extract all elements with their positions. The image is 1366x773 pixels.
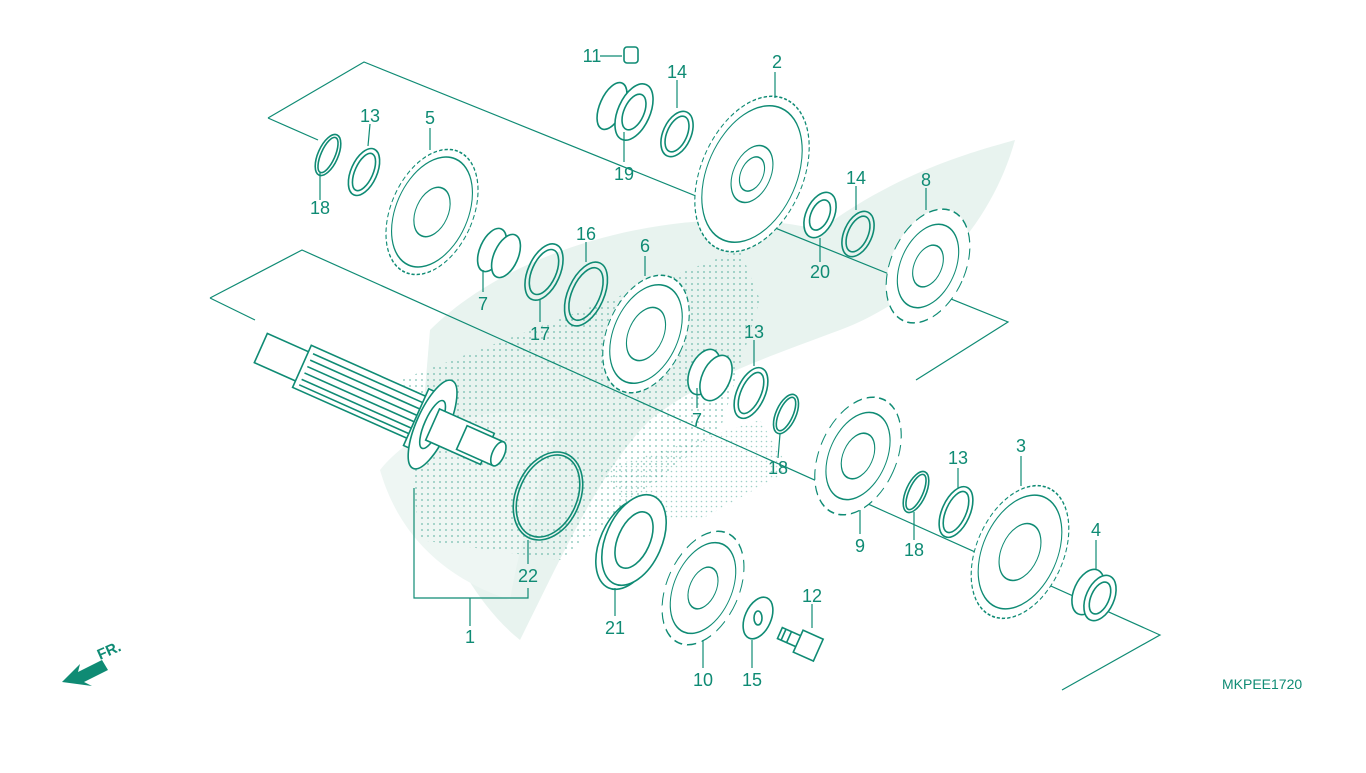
part-oring-22[interactable] xyxy=(500,441,596,551)
callout-labels: 1 2 3 4 5 6 7 7 8 9 10 11 12 13 13 13 14… xyxy=(310,46,1101,690)
part-gear-8[interactable] xyxy=(870,196,987,336)
callout-16: 16 xyxy=(576,224,596,244)
front-label: FR. xyxy=(95,638,124,663)
callout-2: 2 xyxy=(772,52,782,72)
callout-5: 5 xyxy=(425,108,435,128)
callout-1: 1 xyxy=(465,627,475,647)
part-bushing-4[interactable] xyxy=(1065,564,1122,625)
part-gear-5[interactable] xyxy=(368,135,496,289)
arrow-left-down-icon xyxy=(62,660,108,686)
callout-15: 15 xyxy=(742,670,762,690)
part-washer-13-lower[interactable] xyxy=(932,482,980,543)
callout-3: 3 xyxy=(1016,436,1026,456)
callout-4: 4 xyxy=(1091,520,1101,540)
part-bolt-12[interactable] xyxy=(775,622,825,663)
callout-22: 22 xyxy=(518,566,538,586)
part-thrust-washer-14-upper[interactable] xyxy=(654,106,699,161)
part-snap-ring-18-lower[interactable] xyxy=(898,468,934,516)
callout-7-upper: 7 xyxy=(478,294,488,314)
callout-8: 8 xyxy=(921,170,931,190)
part-washer-13-mid[interactable] xyxy=(727,363,775,424)
callout-17: 17 xyxy=(530,324,550,344)
callout-11: 11 xyxy=(583,46,602,66)
callout-13-mid: 13 xyxy=(744,322,764,342)
part-mainshaft[interactable] xyxy=(241,304,523,500)
part-lock-washer-17[interactable] xyxy=(517,238,571,306)
assembly-frames xyxy=(209,61,1162,691)
callout-19: 19 xyxy=(614,164,634,184)
part-gear-3[interactable] xyxy=(952,470,1088,633)
callout-9: 9 xyxy=(855,536,865,556)
callout-18-lower: 18 xyxy=(904,540,924,560)
callout-10: 10 xyxy=(693,670,713,690)
diagram-code: MKPEE1720 xyxy=(1222,676,1302,692)
part-lock-washer-16[interactable] xyxy=(556,256,617,333)
callout-20: 20 xyxy=(810,262,830,282)
part-snap-ring-18-mid[interactable] xyxy=(768,391,803,438)
part-gear-6[interactable] xyxy=(586,262,707,407)
callout-7-lower: 7 xyxy=(692,410,702,430)
part-gear-9[interactable] xyxy=(798,384,919,529)
part-snap-ring-18-upper[interactable] xyxy=(310,131,346,179)
callout-21: 21 xyxy=(605,618,625,638)
part-thrust-washer-14-mid[interactable] xyxy=(835,206,880,261)
part-sprocket-10[interactable] xyxy=(646,519,761,658)
part-washer-13-upper[interactable] xyxy=(342,144,386,200)
callout-13-lower: 13 xyxy=(948,448,968,468)
part-gear-2[interactable] xyxy=(672,78,832,269)
callout-14-upper: 14 xyxy=(667,62,687,82)
part-needle-bearing-20[interactable] xyxy=(797,187,842,242)
part-washer-15[interactable] xyxy=(737,593,779,644)
part-bushing-7-upper[interactable] xyxy=(472,224,527,282)
callout-18-mid: 18 xyxy=(768,458,788,478)
callout-14-mid: 14 xyxy=(846,168,866,188)
part-bushing-7-lower[interactable] xyxy=(681,344,738,405)
callout-13-upper: 13 xyxy=(360,106,380,126)
part-oil-seal-21[interactable] xyxy=(583,485,679,599)
leader-lines xyxy=(319,55,1097,668)
callout-12: 12 xyxy=(802,586,822,606)
part-collar-11[interactable] xyxy=(623,46,639,64)
callout-18-upper: 18 xyxy=(310,198,330,218)
front-direction-indicator: FR. xyxy=(62,638,124,686)
callout-6: 6 xyxy=(640,236,650,256)
part-needle-bearing-19[interactable] xyxy=(591,78,661,146)
